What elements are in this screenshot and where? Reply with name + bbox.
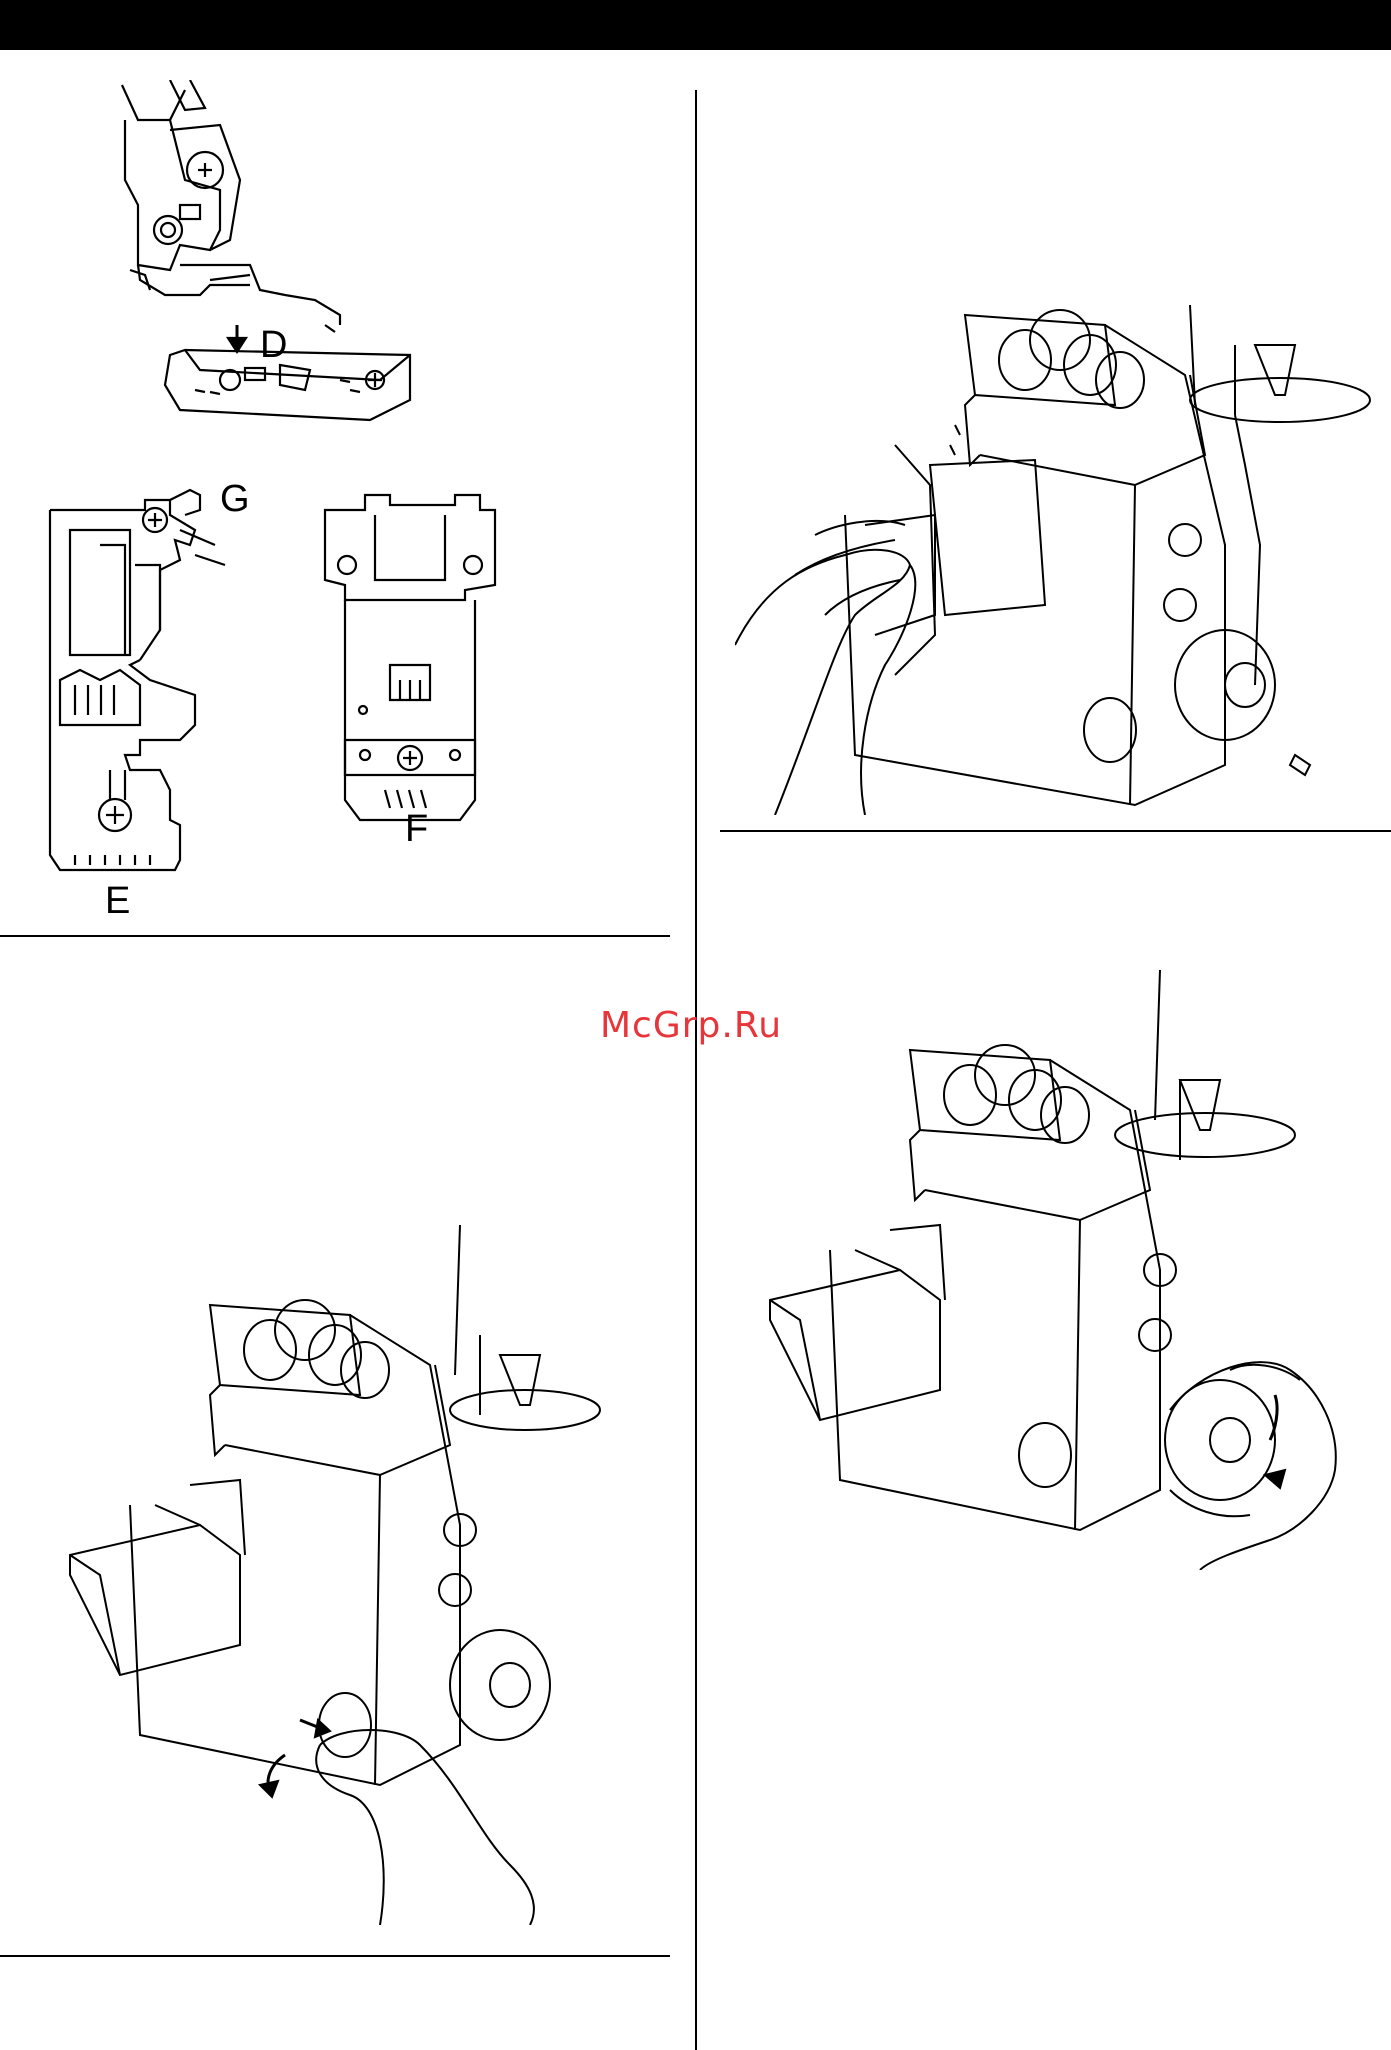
- section-rule-right-1: [720, 830, 1391, 832]
- column-divider: [695, 90, 697, 2050]
- machine-drawing-1: [735, 285, 1385, 815]
- overlock-machine-figure-1: [735, 285, 1385, 815]
- callout-d: D: [260, 326, 287, 364]
- section-rule-left-2: [0, 1955, 670, 1957]
- overlock-machine-figure-2: [760, 970, 1360, 1570]
- foot-bottom-view-figure: F: [315, 490, 510, 850]
- overlock-machine-figure-3: [60, 1225, 620, 1925]
- foot-bottom-drawing: [315, 490, 510, 850]
- foot-side-drawing: [40, 470, 270, 925]
- foot-side-view-figure: G E: [40, 470, 270, 925]
- callout-f: F: [405, 810, 428, 848]
- callout-e: E: [105, 882, 130, 920]
- section-rule-left-1: [0, 935, 670, 937]
- machine-drawing-3: [60, 1225, 620, 1925]
- callout-g: G: [220, 480, 250, 518]
- machine-drawing-2: [760, 970, 1360, 1570]
- presser-foot-figure: D: [110, 80, 530, 430]
- watermark: McGrp.Ru: [600, 1005, 782, 1046]
- header-bar: [0, 0, 1391, 50]
- presser-foot-drawing: [110, 80, 530, 430]
